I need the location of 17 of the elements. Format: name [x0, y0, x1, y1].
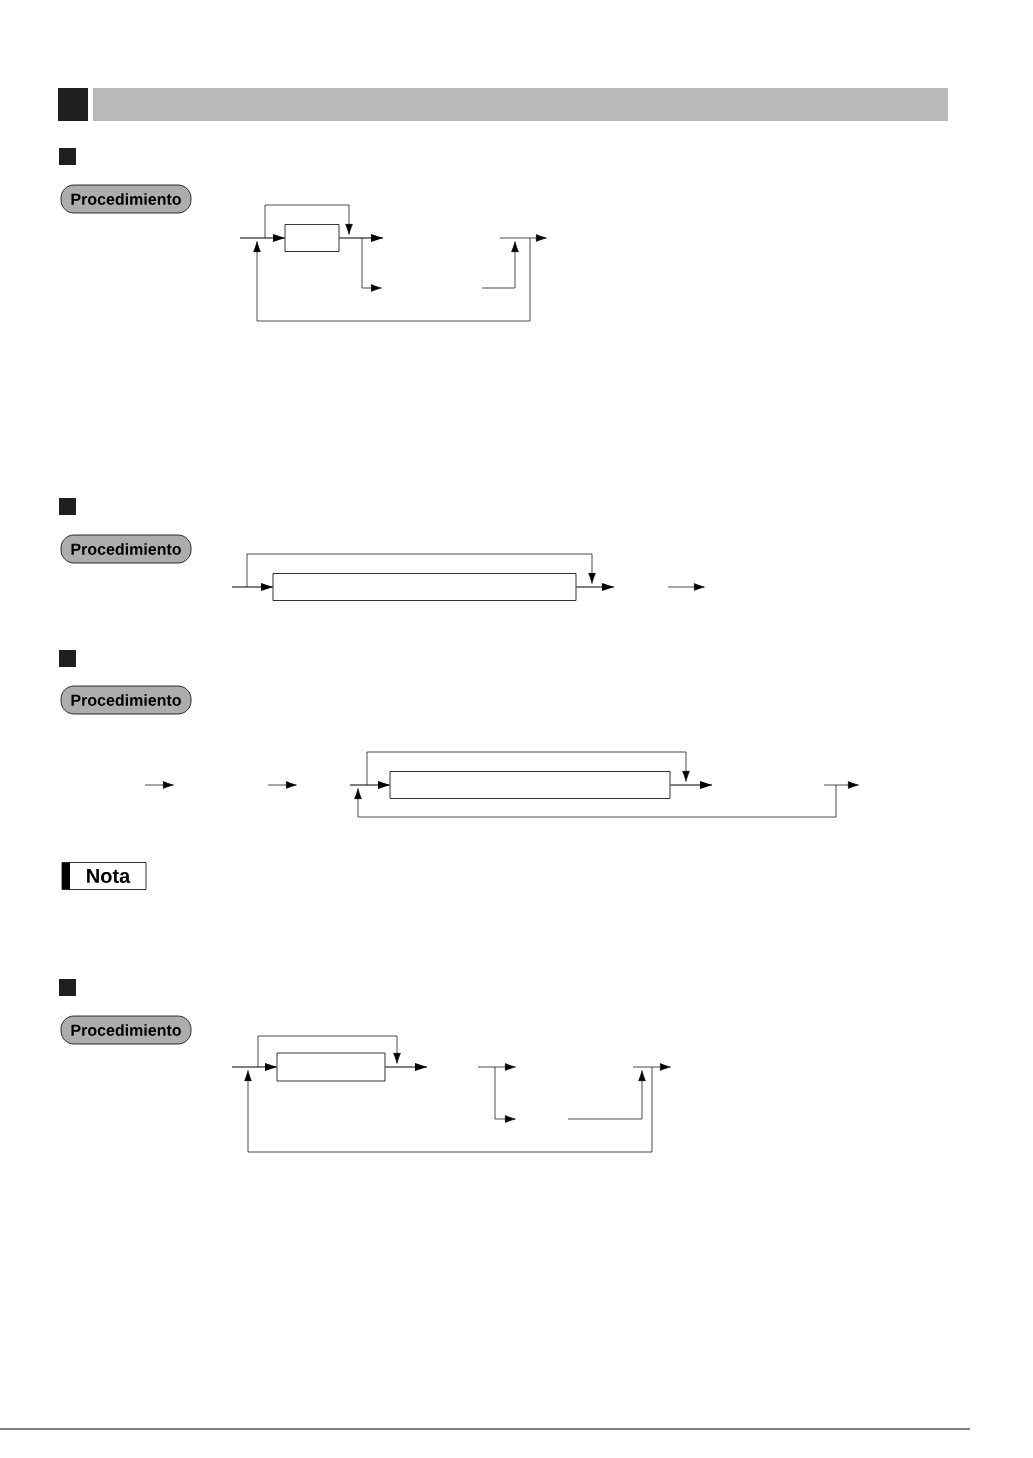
- arrow: [239, 234, 286, 242]
- arrow: [669, 781, 713, 789]
- key-box: [284, 224, 340, 252]
- procedure-badge: Procedimiento: [60, 685, 192, 715]
- note-badge: Nota: [61, 862, 147, 890]
- arrow: [575, 583, 615, 591]
- arrow: [231, 583, 274, 591]
- procedure-badge: Procedimiento: [60, 1015, 192, 1045]
- key-box: [389, 771, 671, 799]
- key-box: [272, 573, 577, 601]
- arrow: [231, 1063, 278, 1071]
- arrow: [338, 234, 384, 242]
- procedure-badge: Procedimiento: [60, 534, 192, 564]
- procedure-badge: Procedimiento: [60, 184, 192, 214]
- key-box: [276, 1052, 386, 1082]
- arrow: [384, 1063, 428, 1071]
- arrow: [349, 781, 391, 789]
